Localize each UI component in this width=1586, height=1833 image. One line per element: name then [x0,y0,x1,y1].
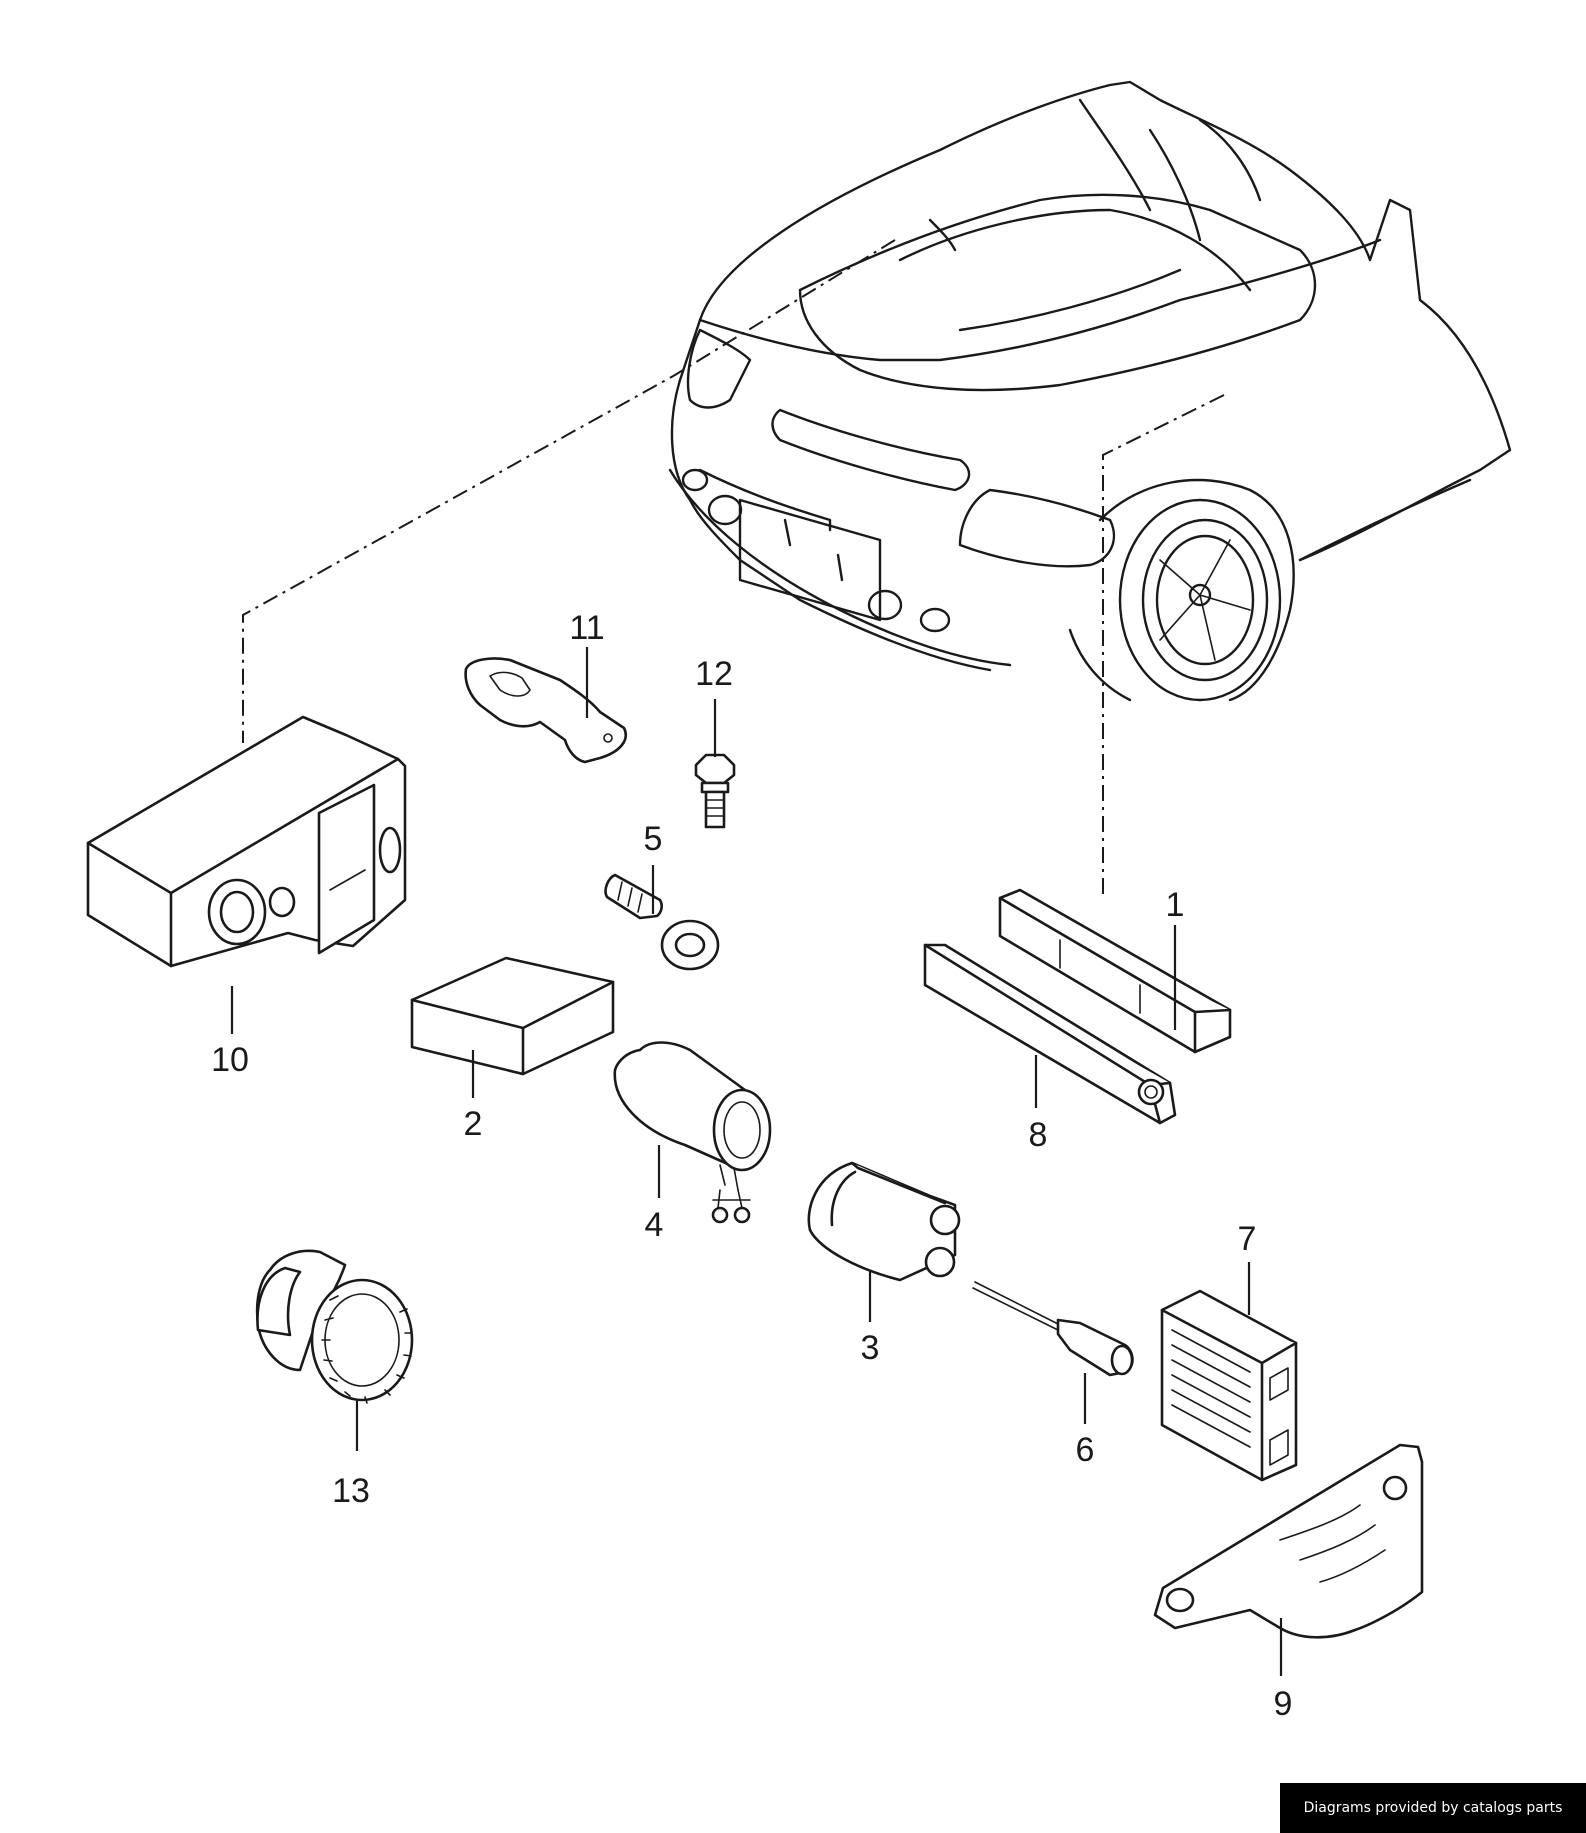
part-number-5: 5 [644,820,663,858]
reference-line-to-part-1 [1102,394,1225,898]
part-number-4: 4 [645,1206,664,1244]
leader-lines [230,647,1283,1676]
part-12-bolt [694,753,736,829]
part-number-7: 7 [1238,1220,1257,1258]
part-1-bar [998,888,1232,1054]
part-5-banjo-bolt [604,873,720,971]
credit-banner: Diagrams provided by catalogs parts [1280,1783,1586,1833]
part-number-3: 3 [861,1329,880,1367]
part-13-fitting [255,1249,414,1404]
part-number-1: 1 [1166,886,1185,924]
car-rear-illustration [668,80,1512,702]
part-number-9: 9 [1274,1685,1293,1723]
part-7-module [1160,1289,1298,1482]
part-4-cylinder [613,1041,772,1224]
part-10-housing [86,715,407,968]
part-11-bracket [464,657,627,764]
part-3-pump [807,1161,961,1282]
reference-lines [242,239,1225,898]
part-number-10: 10 [211,1041,249,1079]
part-8-strip [923,943,1177,1125]
reference-line-to-part-10 [242,239,896,743]
part-number-13: 13 [332,1472,370,1510]
part-6-probe [972,1281,1134,1377]
part-9-plate [1153,1443,1424,1639]
part-number-11: 11 [569,609,604,647]
part-number-8: 8 [1029,1116,1048,1154]
part-2-pad [410,956,615,1076]
part-numbers: 1 2 3 4 5 6 7 8 9 10 11 12 13 [211,609,1292,1723]
part-number-12: 12 [695,655,733,693]
part-number-6: 6 [1076,1431,1095,1469]
part-number-2: 2 [464,1105,483,1143]
